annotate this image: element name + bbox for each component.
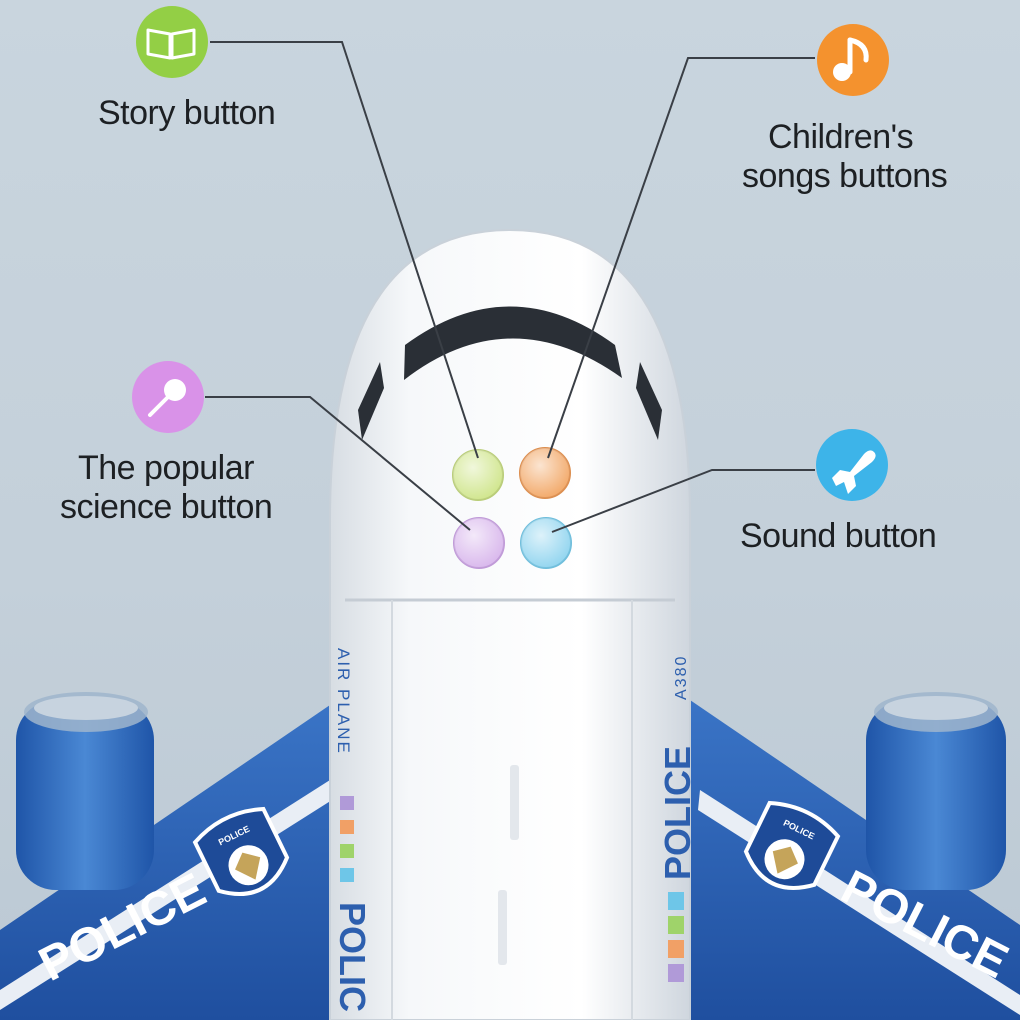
leader-lines	[205, 41, 815, 533]
science-toy-button[interactable]	[453, 517, 505, 569]
story-toy-button[interactable]	[452, 449, 504, 501]
story-leader-line	[210, 41, 479, 459]
songs-callout-line2: songs buttons	[742, 157, 948, 195]
fuselage-airplane-text: AIR PLANE	[334, 648, 353, 755]
science-leader-line	[205, 396, 471, 531]
right-color-stripes	[668, 892, 684, 982]
airplane-icon	[816, 429, 888, 501]
sound-callout-label: Sound button	[740, 517, 937, 555]
songs-callout-line1: Children's	[768, 118, 914, 156]
fuselage: AIR PLANE POLIC A380 POLICE	[329, 228, 698, 1020]
sound-toy-button[interactable]	[520, 517, 572, 569]
right-wing: POLICE POLICE	[680, 692, 1020, 1020]
songs-leader-line	[547, 57, 815, 459]
magnifier-icon	[132, 361, 204, 433]
right-engine	[866, 692, 1006, 890]
cockpit-window	[404, 306, 622, 380]
right-side-window	[636, 362, 662, 440]
fuselage-police-left-text: POLIC	[332, 902, 373, 1012]
book-icon	[136, 6, 208, 78]
story-callout-label: Story button	[98, 94, 276, 132]
fuselage-police-right-text: POLICE	[657, 746, 698, 880]
songs-toy-button[interactable]	[519, 447, 571, 499]
science-callout-line2: science button	[60, 488, 273, 526]
science-callout-line1: The popular	[78, 449, 254, 487]
right-police-badge: POLICE	[743, 800, 841, 890]
fuselage-model-text: A380	[673, 655, 690, 700]
left-police-badge: POLICE	[192, 806, 290, 896]
left-wing: POLICE POLICE	[0, 692, 340, 1020]
left-engine	[16, 692, 154, 890]
left-side-window	[358, 362, 384, 440]
music-note-icon	[817, 24, 889, 96]
sound-leader-line	[551, 469, 815, 533]
left-color-stripes	[340, 796, 354, 882]
